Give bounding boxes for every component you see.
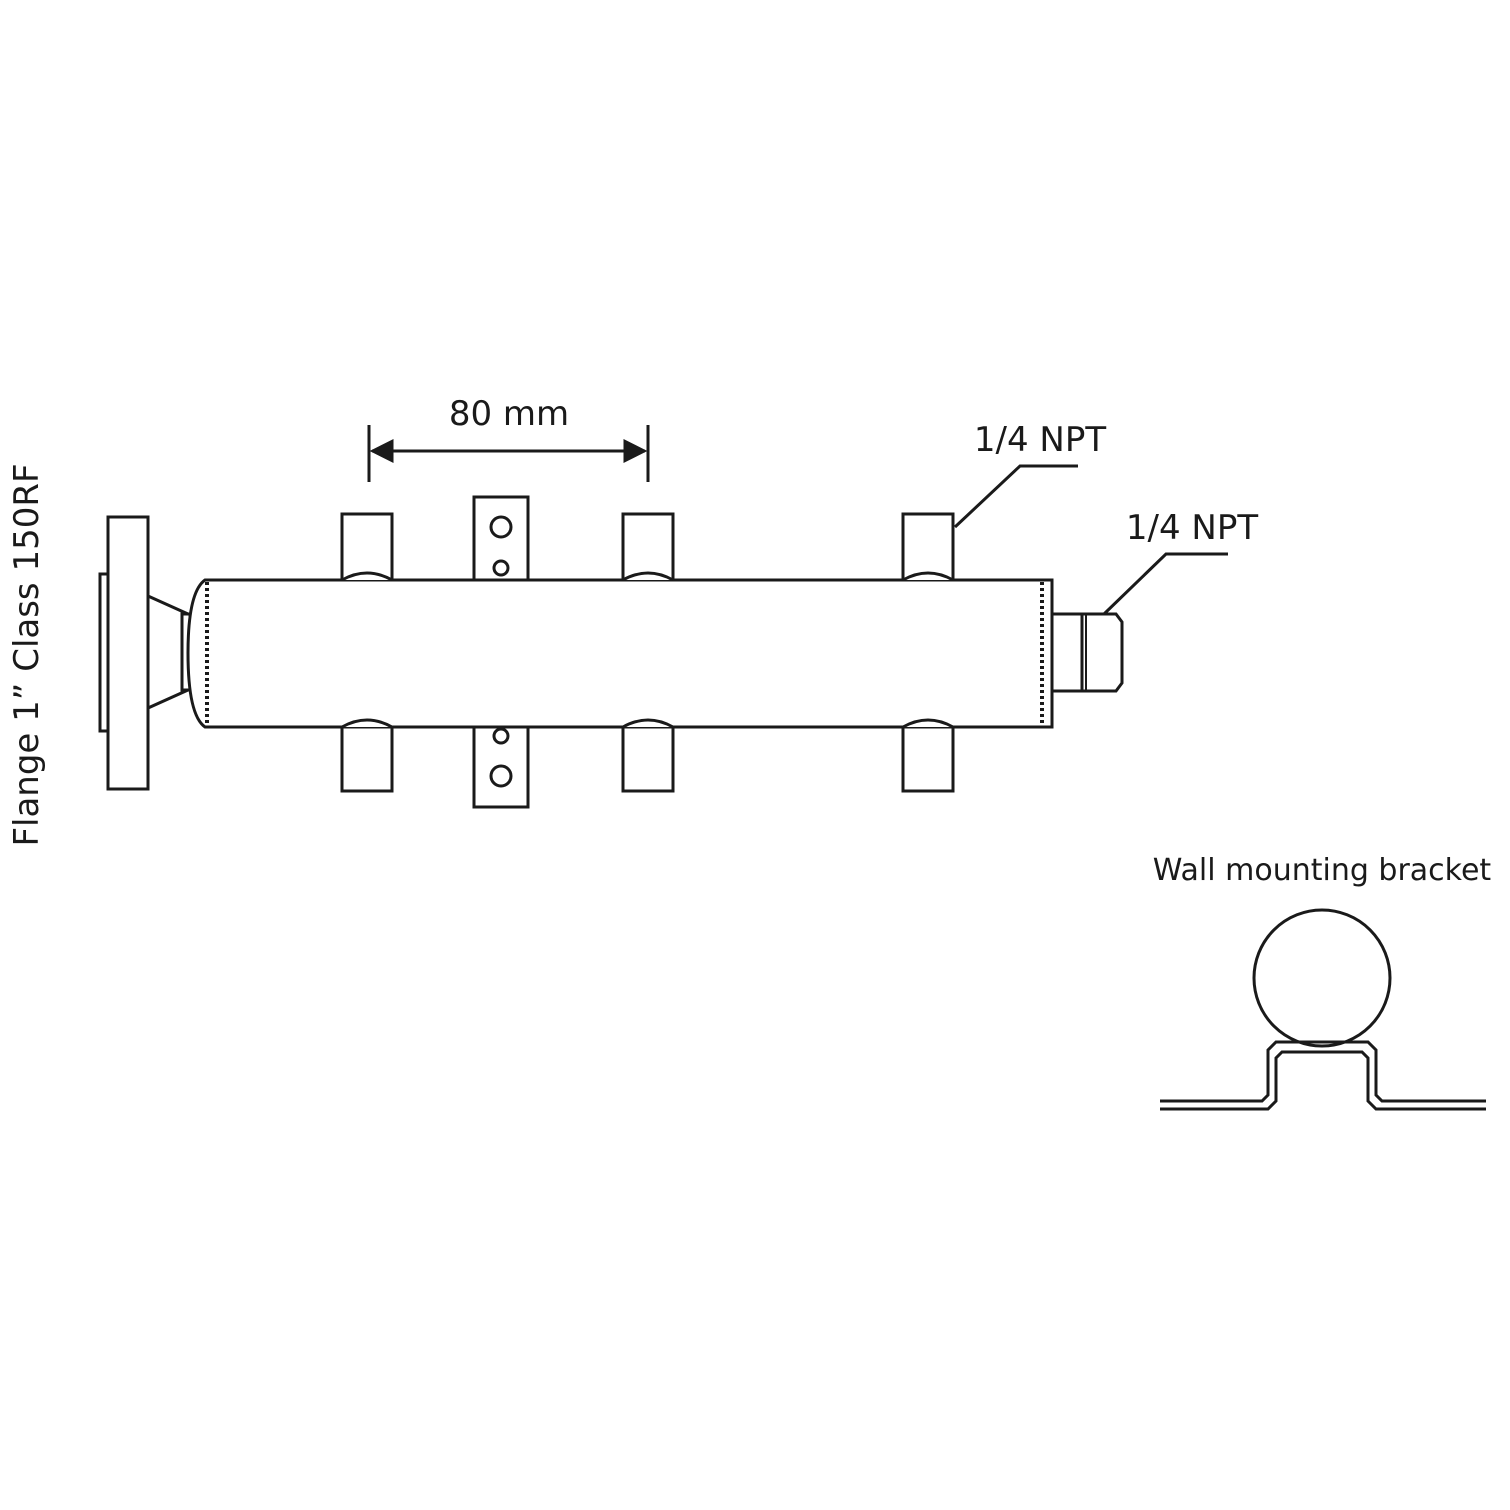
top-outlet-3-weld <box>902 571 954 582</box>
bracket-detail-strap-inner <box>1160 1050 1486 1111</box>
flange-face <box>98 572 110 733</box>
bracket-detail-pipe <box>1252 908 1392 1048</box>
leader-port-top <box>953 464 1078 529</box>
port-top-label: 1/4 NPT <box>974 420 1106 460</box>
bracket-detail <box>1160 908 1486 1111</box>
end-port-thread <box>1080 612 1124 693</box>
bottom-outlet-1 <box>340 725 394 793</box>
end-port-hub <box>1050 612 1084 693</box>
bracket-hole-large-bottom <box>489 764 513 788</box>
leaders <box>953 464 1228 616</box>
flange <box>98 515 192 791</box>
bracket-hole-large-top <box>489 515 513 539</box>
leader-port-end <box>1102 552 1228 616</box>
top-outlet-2-weld <box>622 571 674 582</box>
bottom-outlet-1-weld <box>341 718 393 729</box>
top-outlet-1-weld <box>341 571 393 582</box>
flange-plate <box>106 515 150 791</box>
spacing-dimension <box>367 425 650 482</box>
bottom-outlet-3 <box>901 725 955 793</box>
pipe-body <box>186 578 1054 729</box>
bracket-hole-small-bottom <box>492 727 510 745</box>
top-outlet-1 <box>340 512 394 582</box>
header-pipe <box>186 578 1054 729</box>
end-port <box>1050 612 1124 693</box>
bracket-hole-small-top <box>492 559 510 577</box>
top-outlet-3 <box>901 512 955 582</box>
bracket-detail-strap-outer <box>1160 1040 1486 1103</box>
bottom-outlet-2-weld <box>622 718 674 729</box>
flange-label: Flange 1” Class 150RF <box>7 463 47 846</box>
top-outlets <box>340 512 955 582</box>
bottom-outlet-3-weld <box>902 718 954 729</box>
port-end-label: 1/4 NPT <box>1126 508 1258 548</box>
bottom-outlet-2 <box>621 725 675 793</box>
bracket-tabs <box>472 495 530 809</box>
bracket-label: Wall mounting bracket <box>1153 853 1492 888</box>
bottom-outlets <box>340 718 955 793</box>
top-outlet-2 <box>621 512 675 582</box>
spacing-label: 80 mm <box>449 394 569 434</box>
